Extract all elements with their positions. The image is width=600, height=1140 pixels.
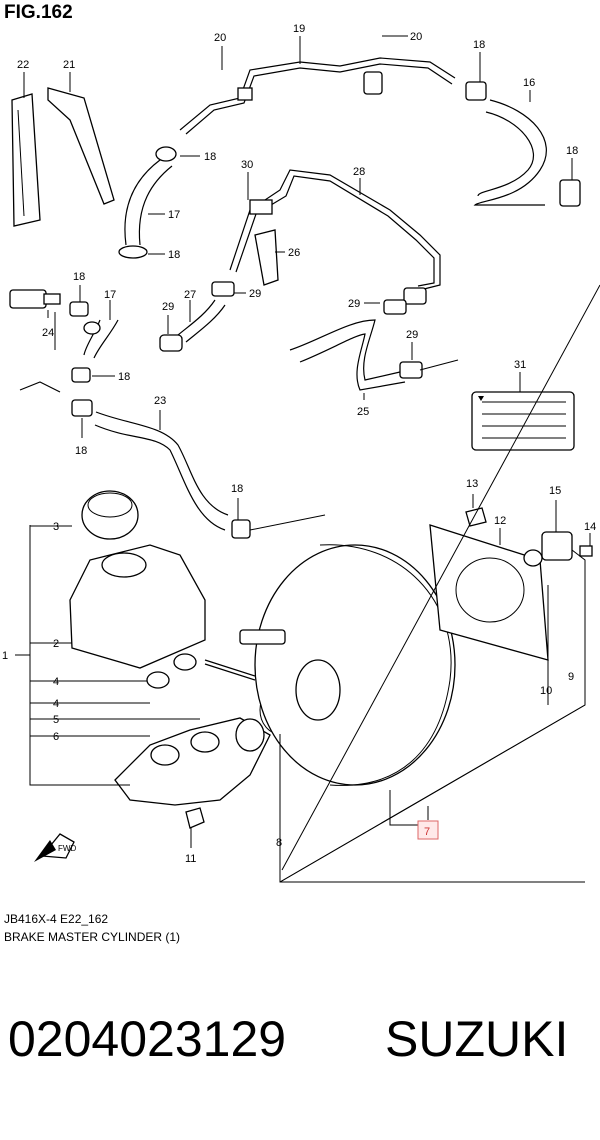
callout-20a: 20 — [214, 32, 226, 44]
callout-31: 31 — [514, 359, 526, 371]
callout-18e: 18 — [73, 271, 85, 283]
callout-18b: 18 — [566, 145, 578, 157]
callout-4b: 4 — [53, 698, 59, 710]
callout-14: 14 — [584, 521, 596, 533]
part-24-shape — [9, 289, 47, 309]
brand-name: SUZUKI — [385, 1011, 569, 1067]
part-6-master-cylinder — [114, 717, 271, 806]
caption-title: BRAKE MASTER CYLINDER (1) — [4, 930, 181, 944]
part-23-hose — [94, 424, 226, 531]
callout-16: 16 — [523, 77, 535, 89]
part-7-booster — [254, 544, 456, 786]
callout-10: 10 — [540, 685, 552, 697]
part-2-reservoir — [69, 544, 206, 669]
callout-27: 27 — [184, 289, 196, 301]
callout-20b: 20 — [410, 31, 422, 43]
part-16-hose — [473, 99, 547, 206]
callout-22: 22 — [17, 59, 29, 71]
callout-9: 9 — [568, 671, 574, 683]
callout-1: 1 — [2, 650, 8, 662]
figure-title: FIG.162 — [4, 2, 73, 23]
part-17-hose-upper — [124, 159, 161, 246]
callout-11: 11 — [185, 853, 196, 865]
part-3-cap — [81, 490, 139, 540]
callout-28: 28 — [353, 166, 365, 178]
callout-18f: 18 — [118, 371, 130, 383]
callout-8: 8 — [276, 837, 282, 849]
part-22-shape — [11, 93, 41, 227]
callout-19: 19 — [293, 23, 305, 35]
callout-18h: 18 — [231, 483, 243, 495]
callout-4a: 4 — [53, 676, 59, 688]
callout-21: 21 — [63, 59, 75, 71]
callout-17a: 17 — [168, 209, 180, 221]
callout-18a: 18 — [473, 39, 485, 51]
callout-24: 24 — [42, 327, 54, 339]
part-25-hose — [289, 319, 401, 381]
caption-code: JB416X-4 E22_162 — [4, 912, 109, 926]
callout-18g: 18 — [75, 445, 87, 457]
callout-25: 25 — [357, 406, 369, 418]
callout-15: 15 — [549, 485, 561, 497]
callout-3: 3 — [53, 521, 59, 533]
callout-13: 13 — [466, 478, 478, 490]
callout-12: 12 — [494, 515, 506, 527]
part-21-shape — [47, 87, 115, 205]
part-31-label — [471, 391, 575, 451]
fwd-label: FWD — [58, 844, 76, 853]
callout-29c: 29 — [348, 298, 360, 310]
footer-banner: 0204023129 SUZUKI — [0, 1010, 600, 1100]
callout-26: 26 — [288, 247, 300, 259]
callout-7: 7 — [424, 826, 430, 838]
part-number: 0204023129 — [8, 1011, 287, 1067]
callout-2: 2 — [53, 638, 59, 650]
callout-18d: 18 — [168, 249, 180, 261]
callout-6: 6 — [53, 731, 59, 743]
callout-29b: 29 — [249, 288, 261, 300]
callout-29d: 29 — [406, 329, 418, 341]
parts-diagram: FWD — [2, 23, 600, 883]
callout-23: 23 — [154, 395, 166, 407]
callout-29a: 29 — [162, 301, 174, 313]
callout-18c: 18 — [204, 151, 216, 163]
part-19-pipe — [179, 57, 456, 131]
callout-17b: 17 — [104, 289, 116, 301]
callout-30: 30 — [241, 159, 253, 171]
callout-5: 5 — [53, 714, 59, 726]
